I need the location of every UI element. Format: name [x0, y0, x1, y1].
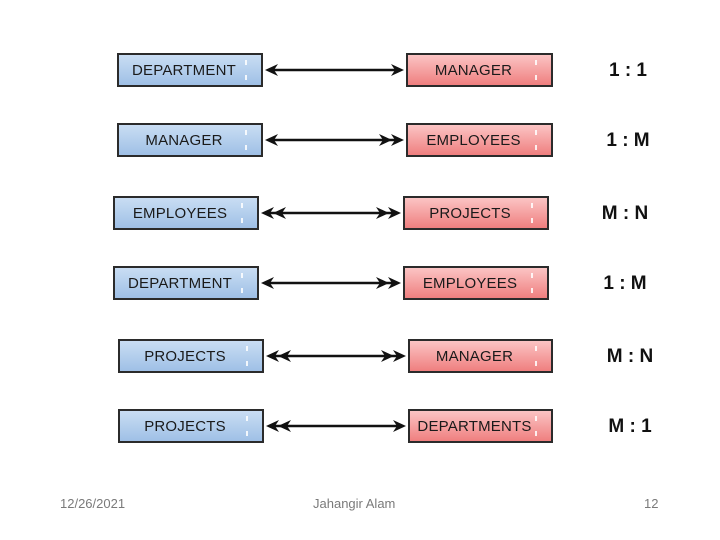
- entity-label: EMPLOYEES: [426, 131, 521, 149]
- entity-right-employees: EMPLOYEES: [406, 123, 553, 157]
- cardinality-label: 1 : M: [603, 273, 647, 294]
- footer-page-number: 12: [644, 496, 659, 511]
- entity-right-manager: MANAGER: [406, 53, 553, 87]
- entity-left-department: DEPARTMENT: [113, 266, 259, 300]
- entity-handle-marks: [535, 415, 539, 439]
- entity-handle-marks: [241, 202, 245, 226]
- entity-left-projects: PROJECTS: [118, 409, 264, 443]
- entity-label: MANAGER: [434, 61, 513, 79]
- entity-left-department: DEPARTMENT: [117, 53, 263, 87]
- cardinality-label: 1 : 1: [608, 60, 648, 81]
- entity-handle-marks: [245, 129, 249, 153]
- cardinality-label: 1 : M: [606, 130, 650, 151]
- entity-handle-marks: [531, 272, 535, 296]
- entity-right-employees: EMPLOYEES: [403, 266, 549, 300]
- arrowhead-left: [265, 134, 278, 146]
- arrowhead-right: [391, 134, 404, 146]
- arrowhead-left-double: [278, 350, 291, 362]
- footer-date: 12/26/2021: [60, 496, 126, 511]
- arrowhead-left: [261, 277, 274, 289]
- entity-left-employees: EMPLOYEES: [113, 196, 259, 230]
- entity-handle-marks: [531, 202, 535, 226]
- footer-author: Jahangir Alam: [313, 496, 396, 511]
- arrowhead-left: [265, 64, 278, 76]
- arrowhead-right-double: [379, 134, 392, 146]
- arrowhead-right: [388, 207, 401, 219]
- entity-label: EMPLOYEES: [422, 274, 518, 292]
- entity-handle-marks: [246, 415, 250, 439]
- entity-label: MANAGER: [145, 131, 223, 149]
- arrowhead-left-double: [273, 207, 286, 219]
- entity-left-manager: MANAGER: [117, 123, 263, 157]
- arrowhead-left-double: [278, 420, 291, 432]
- arrowhead-left: [266, 350, 279, 362]
- entity-handle-marks: [241, 272, 245, 296]
- entity-handle-marks: [245, 59, 249, 83]
- entity-label: DEPARTMENT: [132, 61, 236, 79]
- cardinality-label: M : N: [601, 203, 649, 224]
- entity-right-projects: PROJECTS: [403, 196, 549, 230]
- entity-label: PROJECTS: [429, 204, 511, 222]
- cardinality-label: M : 1: [608, 416, 652, 437]
- arrowhead-right-double: [381, 350, 394, 362]
- entity-handle-marks: [246, 345, 250, 369]
- entity-label: PROJECTS: [144, 417, 226, 435]
- arrowhead-right: [393, 350, 406, 362]
- entity-label: DEPARTMENTS: [417, 417, 532, 435]
- entity-right-manager: MANAGER: [408, 339, 553, 373]
- arrowhead-right-double: [376, 277, 389, 289]
- arrowhead-left: [266, 420, 279, 432]
- arrowhead-right-double: [376, 207, 389, 219]
- entity-label: EMPLOYEES: [132, 204, 228, 222]
- entity-label: DEPARTMENT: [128, 274, 232, 292]
- entity-label: PROJECTS: [144, 347, 226, 365]
- entity-handle-marks: [535, 345, 539, 369]
- entity-handle-marks: [535, 59, 539, 83]
- entity-left-projects: PROJECTS: [118, 339, 264, 373]
- arrowhead-right: [393, 420, 406, 432]
- entity-right-departments: DEPARTMENTS: [408, 409, 553, 443]
- cardinality-label: M : N: [606, 346, 654, 367]
- arrowhead-right: [391, 64, 404, 76]
- entity-handle-marks: [535, 129, 539, 153]
- entity-label: MANAGER: [435, 347, 514, 365]
- arrowhead-right: [388, 277, 401, 289]
- arrowhead-left: [261, 207, 274, 219]
